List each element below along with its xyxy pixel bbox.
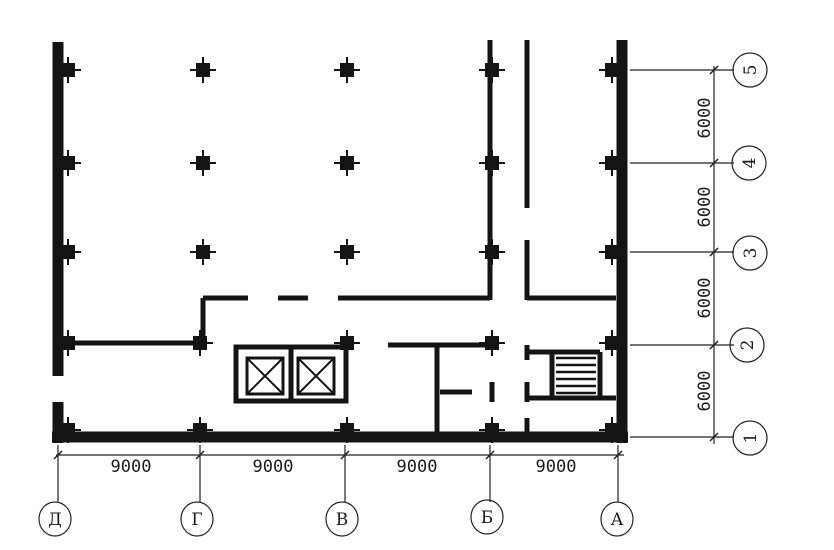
column-2 — [190, 57, 216, 83]
column-19 — [479, 330, 505, 356]
column-24 — [479, 417, 505, 443]
column-15 — [599, 239, 625, 265]
axis-label-5: 5 — [741, 65, 761, 76]
axis-bubble-g — [180, 501, 214, 537]
elevator-shaft — [233, 344, 349, 404]
axis-label-b: Б — [481, 508, 494, 528]
axis-label-g: Г — [191, 510, 202, 530]
number-axis-markers: 1 2 3 4 5 — [630, 52, 768, 456]
dim-h-2: 9000 — [253, 457, 294, 477]
dim-h-4: 9000 — [536, 457, 577, 477]
column-14 — [479, 239, 505, 265]
column-20 — [599, 330, 625, 356]
axis-label-2: 2 — [738, 340, 758, 351]
partitions — [62, 40, 616, 432]
axis-label-4: 4 — [740, 158, 760, 169]
column-21 — [55, 417, 81, 443]
column-6 — [55, 150, 81, 176]
dim-v-1: 6000 — [695, 371, 715, 412]
outer-walls — [52, 40, 628, 443]
dim-v-2: 6000 — [695, 278, 715, 319]
axis-label-a: А — [611, 510, 624, 530]
stair-treads — [556, 356, 596, 395]
axis-bubble-b — [470, 499, 504, 535]
column-22 — [187, 417, 213, 443]
axis-bubble-4 — [731, 145, 767, 181]
axis-bubble-3 — [732, 235, 768, 271]
column-7 — [190, 150, 216, 176]
vertical-dimensions: 6000 6000 6000 6000 — [695, 98, 715, 412]
axis-bubble-1 — [732, 420, 768, 456]
axis-bubble-d — [38, 501, 72, 537]
column-11 — [55, 239, 81, 265]
axis-bubble-v — [325, 501, 359, 537]
elevator-cab-1 — [245, 356, 285, 396]
column-10 — [599, 150, 625, 176]
column-4 — [479, 57, 505, 83]
horizontal-dimensions: 9000 9000 9000 9000 — [111, 457, 577, 477]
column-25 — [599, 417, 625, 443]
axis-bubble-a — [600, 501, 634, 537]
dim-h-1: 9000 — [111, 457, 152, 477]
axis-bubble-2 — [729, 327, 765, 363]
dim-h-3: 9000 — [397, 457, 438, 477]
axis-label-d: Д — [48, 510, 62, 530]
dim-v-4: 6000 — [695, 98, 715, 139]
column-1 — [55, 57, 81, 83]
column-5 — [599, 57, 625, 83]
letter-axis-markers: Д Г В Б А — [38, 445, 634, 537]
axis-label-v: В — [336, 510, 349, 530]
column-12 — [190, 239, 216, 265]
column-23 — [334, 417, 360, 443]
column-8 — [334, 150, 360, 176]
column-17 — [187, 330, 213, 356]
elevator-cab-2 — [296, 356, 336, 396]
column-18 — [334, 330, 360, 356]
axis-label-1: 1 — [741, 433, 761, 444]
columns — [55, 57, 625, 443]
column-3 — [334, 57, 360, 83]
column-16 — [55, 330, 81, 356]
dim-v-3: 6000 — [695, 187, 715, 228]
column-13 — [334, 239, 360, 265]
axis-bubble-5 — [732, 52, 768, 88]
axis-label-3: 3 — [741, 248, 761, 259]
staircase — [527, 349, 616, 401]
column-9 — [479, 150, 505, 176]
